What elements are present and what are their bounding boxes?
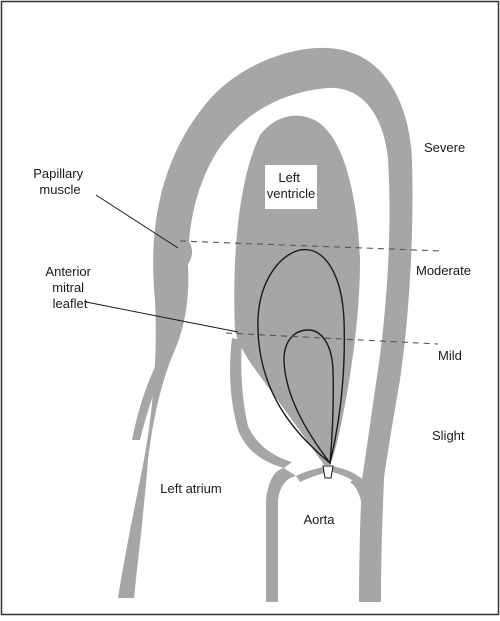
anterior-mitral-leaflet-line-2: mitral: [52, 280, 84, 295]
severity-slight-label: Slight: [432, 428, 465, 443]
aorta-label: Aorta: [303, 512, 335, 527]
aorta-wall-left: [266, 468, 296, 602]
severity-severe-label: Severe: [424, 140, 465, 155]
severity-moderate-label: Moderate: [416, 263, 471, 278]
left-ventricle-line-1: Left: [278, 170, 300, 185]
papillary-muscle-line-1: Papillary: [33, 166, 83, 181]
papillary-muscle-line-2: muscle: [39, 182, 80, 197]
anterior-mitral-leaflet-line-3: leaflet: [53, 296, 88, 311]
left-ventricle-line-2: ventricle: [267, 186, 315, 201]
anterior-mitral-leaflet-label: Anterior mitral leaflet: [45, 264, 94, 311]
severity-mild-label: Mild: [438, 348, 462, 363]
papillary-muscle-bump: [168, 236, 192, 268]
anterior-mitral-leaflet-line-1: Anterior: [45, 264, 91, 279]
papillary-muscle-label: Papillary muscle: [33, 166, 86, 197]
left-atrium-label: Left atrium: [160, 481, 221, 496]
aorta-node: [323, 466, 333, 478]
